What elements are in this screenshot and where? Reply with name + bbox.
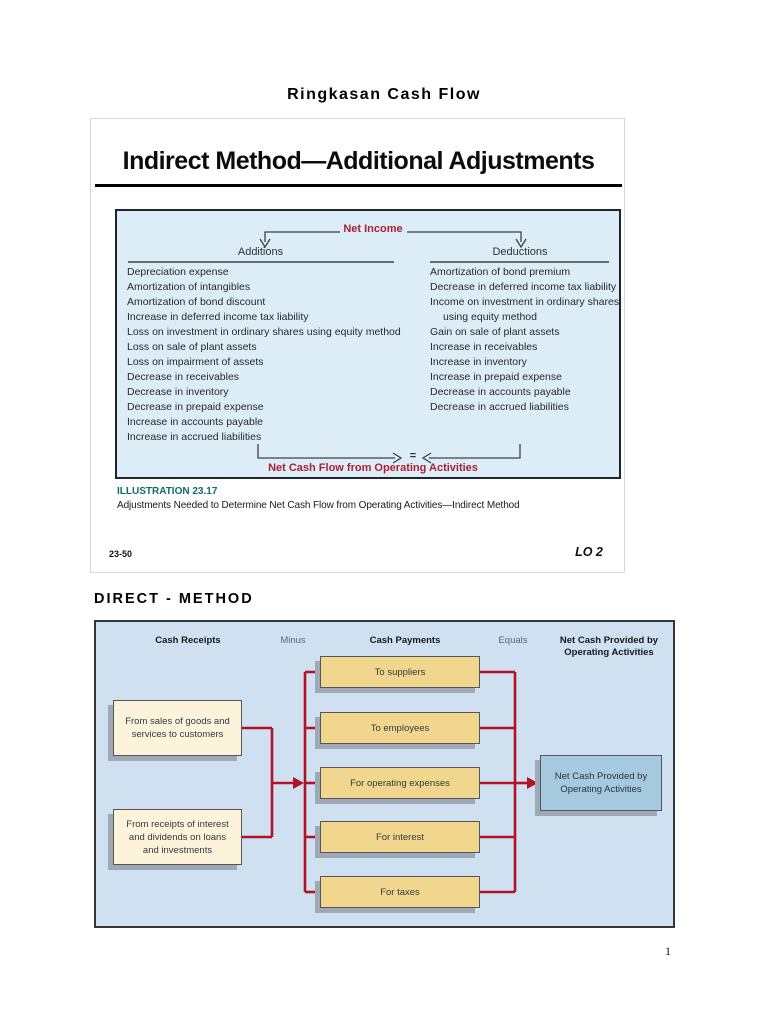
page-title: Ringkasan Cash Flow (287, 86, 481, 103)
indirect-method-slide: Indirect Method—Additional Adjustments (90, 118, 625, 573)
list-item: Increase in inventory (430, 356, 527, 368)
list-item: Decrease in accounts payable (430, 386, 571, 398)
list-item: Income on investment in ordinary shares (430, 296, 620, 308)
list-item: Decrease in deferred income tax liabilit… (430, 281, 617, 293)
slide-title: Indirect Method—Additional Adjustments (122, 147, 595, 175)
list-item: Decrease in inventory (127, 386, 229, 398)
payment-box-taxes: For taxes (320, 876, 480, 908)
list-item: using equity method (443, 311, 537, 323)
list-item: Increase in prepaid expense (430, 371, 562, 383)
list-item: Loss on impairment of assets (127, 356, 264, 368)
list-item: Amortization of bond premium (430, 266, 571, 278)
payment-box-interest: For interest (320, 821, 480, 853)
page-number: 1 (665, 944, 671, 958)
connector-lines-svg (128, 231, 609, 464)
learning-objective-label: LO 2 (575, 545, 603, 559)
payment-box-employees: To employees (320, 712, 480, 744)
payment-box-suppliers: To suppliers (320, 656, 480, 688)
column-header-net-cash: Net Cash Provided by Operating Activitie… (559, 635, 659, 658)
slide-number: 23-50 (109, 549, 133, 559)
list-item: Increase in receivables (430, 341, 538, 353)
list-item: Amortization of bond discount (127, 296, 266, 308)
direct-method-heading: DIRECT - METHOD (94, 591, 254, 607)
list-item: Increase in accrued liabilities (127, 431, 262, 443)
column-header-minus: Minus (280, 635, 306, 646)
list-item: Decrease in receivables (127, 371, 240, 383)
list-item: Amortization of intangibles (127, 281, 251, 293)
list-item: Depreciation expense (127, 266, 229, 278)
deductions-header: Deductions (492, 246, 548, 258)
title-divider (95, 184, 622, 187)
list-item: Increase in accounts payable (127, 416, 264, 428)
equals-sign: = (409, 450, 417, 462)
payment-box-operating-expenses: For operating expenses (320, 767, 480, 799)
list-item: Loss on sale of plant assets (127, 341, 257, 353)
net-cash-flow-label: Net Cash Flow from Operating Activities (268, 462, 478, 474)
net-income-label: Net Income (343, 223, 403, 235)
direct-method-diagram: Cash Receipts Minus Cash Payments Equals… (94, 620, 675, 928)
list-item: Decrease in prepaid expense (127, 401, 264, 413)
illustration-label: ILLUSTRATION 23.17 (117, 486, 218, 497)
red-connector-lines-svg (242, 670, 538, 894)
column-header-cash-receipts: Cash Receipts (155, 635, 221, 646)
list-item: Increase in deferred income tax liabilit… (127, 311, 309, 323)
result-box-net-cash: Net Cash Provided by Operating Activitie… (540, 755, 662, 811)
column-header-cash-payments: Cash Payments (369, 635, 441, 646)
illustration-caption: Adjustments Needed to Determine Net Cash… (117, 500, 520, 511)
receipt-box-interest-dividends: From receipts of interest and dividends … (113, 809, 242, 865)
receipt-box-sales: From sales of goods and services to cust… (113, 700, 242, 756)
list-item: Decrease in accrued liabilities (430, 401, 569, 413)
indirect-adjustments-diagram: Net Income Additions Deductions Deprecia… (115, 209, 621, 479)
list-item: Loss on investment in ordinary shares us… (127, 326, 401, 338)
additions-header: Additions (237, 246, 284, 258)
column-header-equals: Equals (498, 635, 528, 646)
list-item: Gain on sale of plant assets (430, 326, 560, 338)
